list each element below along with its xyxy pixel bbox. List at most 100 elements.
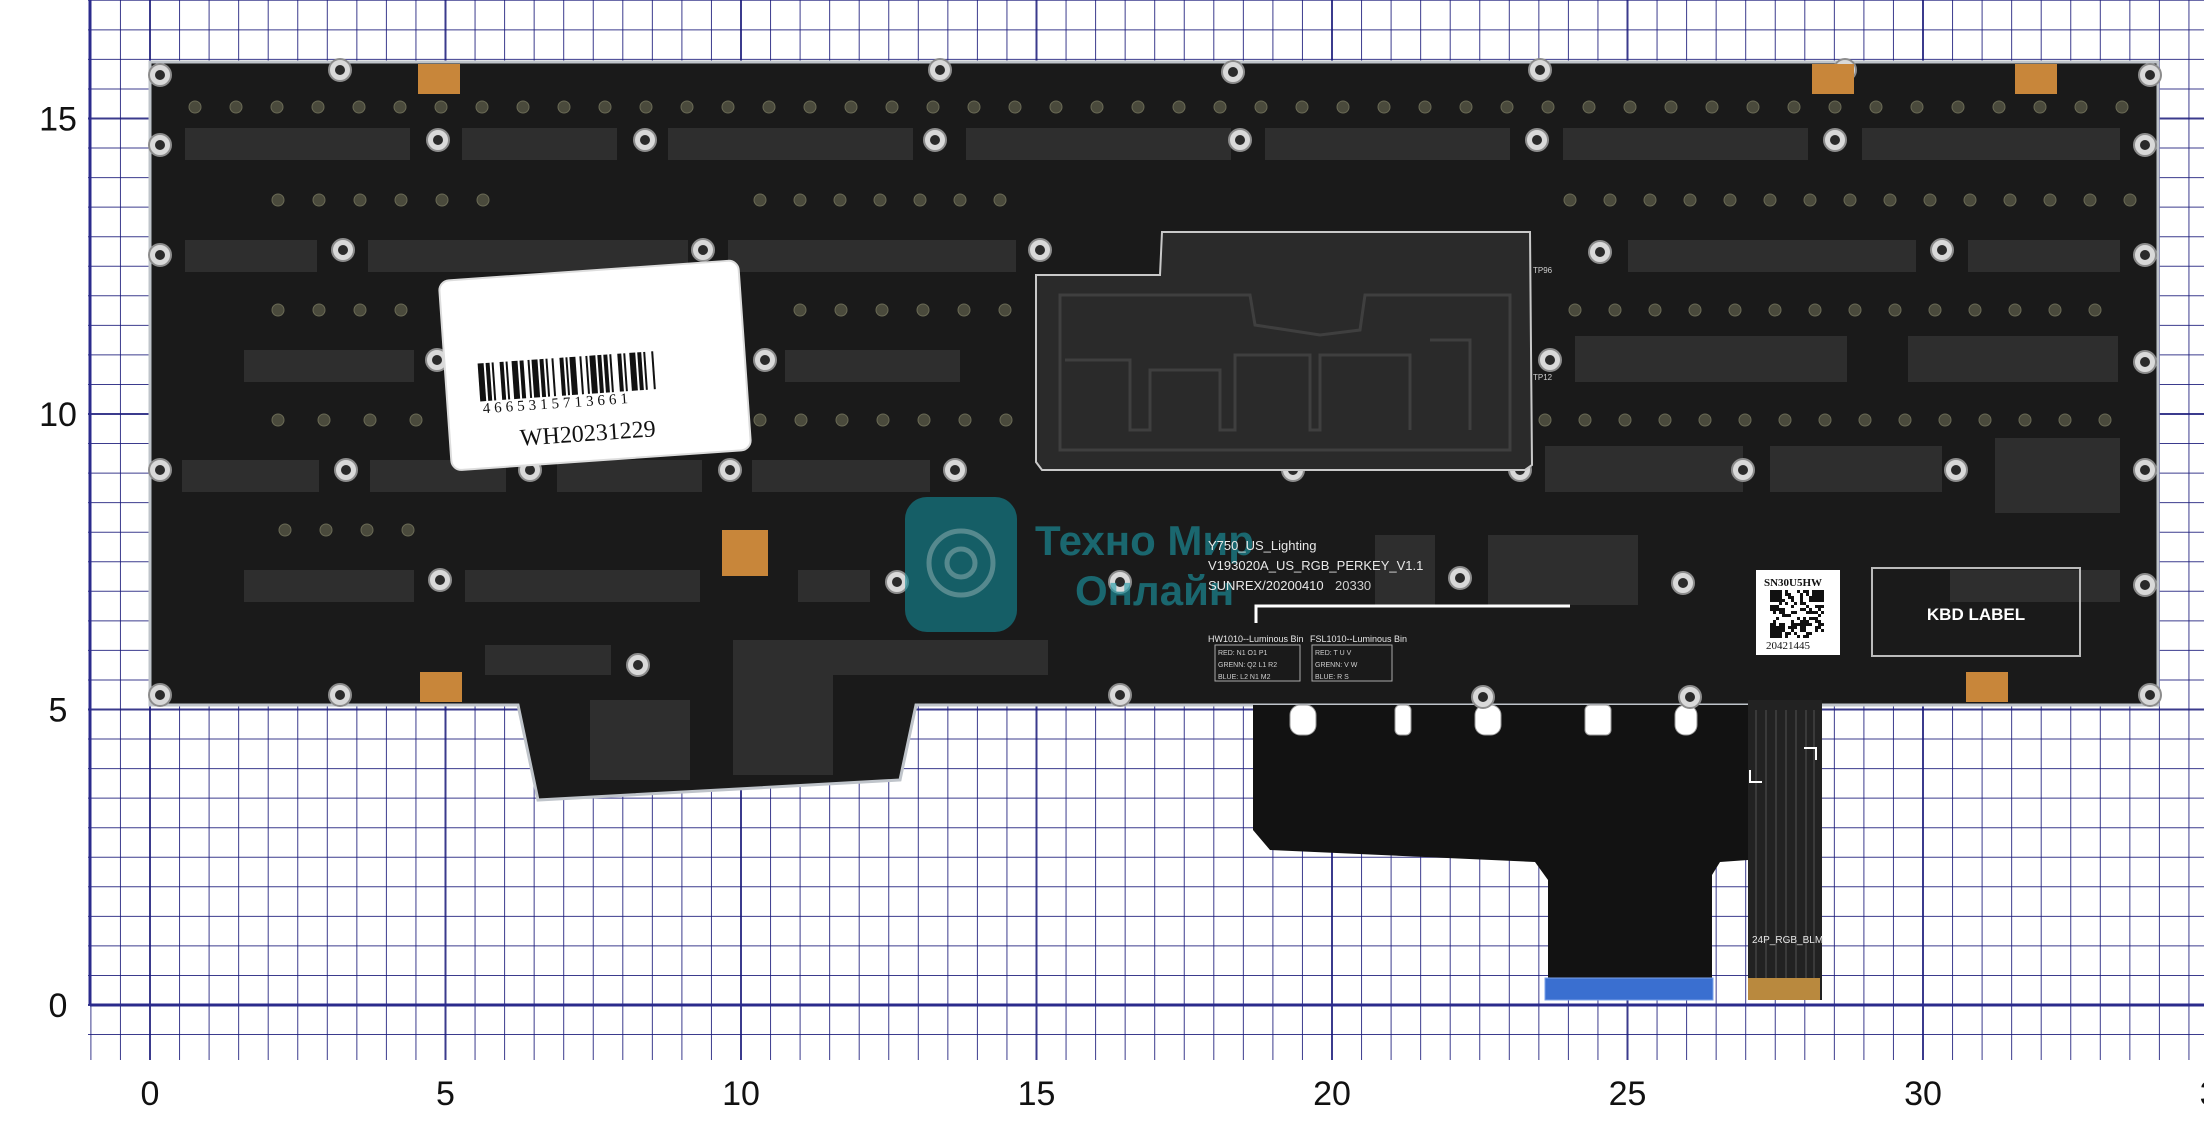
test-dot <box>409 413 423 427</box>
qr-module <box>1776 605 1779 608</box>
qr-module <box>1803 626 1806 629</box>
test-dot <box>1705 100 1719 114</box>
qr-module <box>1791 605 1794 608</box>
mounting-hole-center <box>2140 465 2150 475</box>
test-dot <box>953 193 967 207</box>
qr-module <box>1806 632 1809 635</box>
test-dot <box>393 100 407 114</box>
qr-module <box>1815 599 1818 602</box>
qr-module <box>1800 599 1803 602</box>
qr-module <box>1776 617 1779 620</box>
x-tick-label: 25 <box>1609 1075 1647 1113</box>
test-dot <box>916 303 930 317</box>
mounting-hole-center <box>725 465 735 475</box>
qr-module <box>1806 590 1809 593</box>
qr-module <box>1818 614 1821 617</box>
qr-module <box>1818 599 1821 602</box>
mounting-hole-center <box>155 465 165 475</box>
test-dot <box>360 523 374 537</box>
test-dot <box>1768 303 1782 317</box>
mounting-hole-center <box>335 65 345 75</box>
qr-module <box>1809 632 1812 635</box>
qr-module <box>1776 593 1779 596</box>
qr-module <box>1791 599 1794 602</box>
qr-module <box>1791 626 1794 629</box>
qr-module <box>1809 599 1812 602</box>
test-dot <box>1698 413 1712 427</box>
mounting-hole-center <box>1115 690 1125 700</box>
test-dot <box>1500 100 1514 114</box>
test-dot <box>1898 413 1912 427</box>
barcode-bar <box>623 353 628 392</box>
watermark-line2: Онлайн <box>1075 567 1234 614</box>
qr-module <box>1782 623 1785 626</box>
qr-module <box>1770 608 1773 611</box>
mounting-hole-center <box>2140 580 2150 590</box>
qr-module <box>1806 593 1809 596</box>
test-dot <box>835 413 849 427</box>
x-tick-label: 30 <box>1904 1075 1942 1113</box>
test-dot <box>271 413 285 427</box>
qr-module <box>1818 620 1821 623</box>
test-dot <box>2074 100 2088 114</box>
test-dot <box>271 303 285 317</box>
qr-module <box>1773 620 1776 623</box>
flex-cable-main <box>1253 705 1748 1000</box>
test-dot <box>312 303 326 317</box>
qr-module <box>1803 590 1806 593</box>
pcb-model-label: Y750_US_Lighting <box>1208 538 1316 553</box>
test-dot <box>2083 193 2097 207</box>
qr-module <box>1800 626 1803 629</box>
mounting-hole-center <box>760 355 770 365</box>
qr-module <box>1773 599 1776 602</box>
mounting-hole-center <box>1951 465 1961 475</box>
qr-module <box>1797 617 1800 620</box>
test-dot <box>2123 193 2137 207</box>
test-dot <box>1763 193 1777 207</box>
test-dot <box>926 100 940 114</box>
mounting-hole-center <box>155 140 165 150</box>
mounting-hole-center <box>1678 578 1688 588</box>
qr-module <box>1794 632 1797 635</box>
mounting-hole-center <box>2145 690 2155 700</box>
barcode-bar <box>499 361 507 400</box>
qr-module <box>1821 593 1824 596</box>
mounting-hole-center <box>698 245 708 255</box>
test-dot <box>885 100 899 114</box>
test-dot <box>1541 100 1555 114</box>
qr-module <box>1806 623 1809 626</box>
mounting-hole-center <box>1235 135 1245 145</box>
barcode-bar <box>531 359 541 398</box>
test-dot <box>753 193 767 207</box>
test-dot <box>1723 193 1737 207</box>
fsl-bin-table <box>1311 644 1393 682</box>
test-dot <box>352 100 366 114</box>
qr-module <box>1815 590 1818 593</box>
qr-module <box>1809 611 1812 614</box>
kbd-label-text: KBD LABEL <box>1927 605 2025 624</box>
qr-module <box>1773 629 1776 632</box>
qr-module <box>1788 632 1791 635</box>
test-dot <box>2058 413 2072 427</box>
qr-module <box>1791 611 1794 614</box>
test-dot <box>2008 303 2022 317</box>
test-dot <box>1883 193 1897 207</box>
qr-module <box>1809 596 1812 599</box>
qr-module <box>1782 614 1785 617</box>
test-dot <box>1778 413 1792 427</box>
qr-module <box>1818 626 1821 629</box>
test-dot <box>680 100 694 114</box>
test-dot <box>1578 413 1592 427</box>
test-dot <box>1858 413 1872 427</box>
mounting-hole-center <box>1937 245 1947 255</box>
qr-module <box>1818 605 1821 608</box>
mounting-hole-center <box>2140 140 2150 150</box>
barcode-bar <box>485 362 493 401</box>
qr-module <box>1776 635 1779 638</box>
test-dot <box>833 193 847 207</box>
qr-module <box>1782 608 1785 611</box>
test-dot <box>1377 100 1391 114</box>
barcode-bar <box>585 355 590 394</box>
qr-module <box>1806 620 1809 623</box>
